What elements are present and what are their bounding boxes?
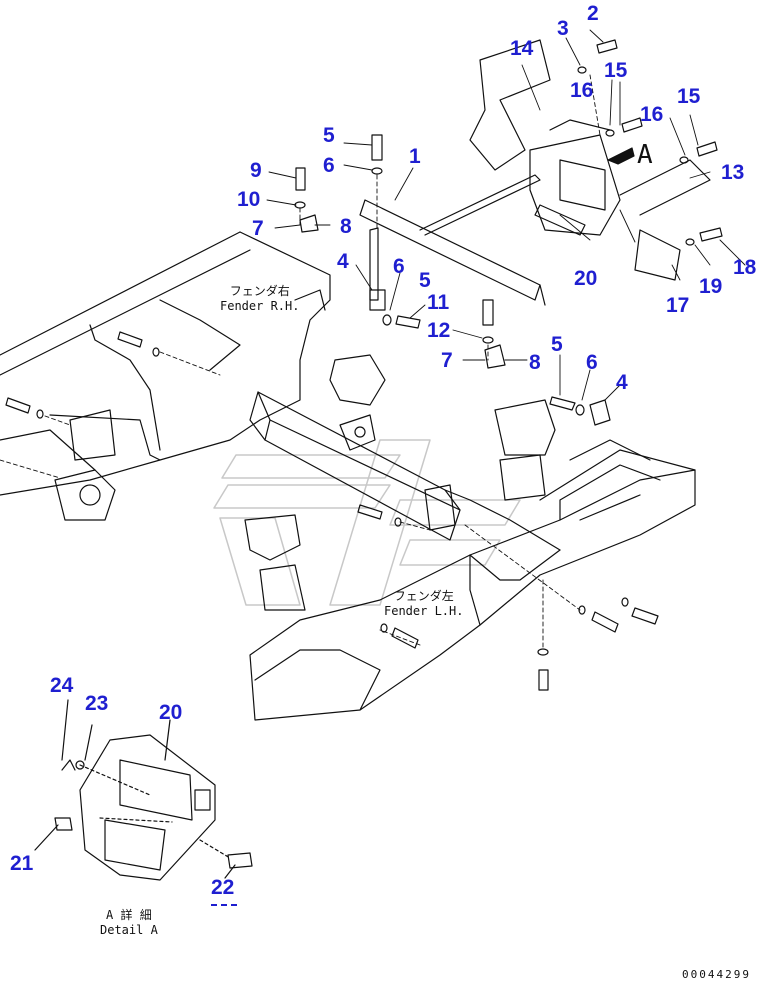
callout-3: 3 — [557, 17, 569, 40]
fender-lh-label-jp: フェンダ左 — [393, 589, 454, 603]
view-letter-a: A — [637, 140, 653, 170]
callout-6-top: 6 — [323, 154, 335, 177]
callout-12: 12 — [427, 319, 451, 342]
fender-rh-label-en: Fender R.H. — [220, 299, 300, 313]
callout-15-right: 15 — [677, 85, 701, 108]
callout-14: 14 — [510, 37, 534, 60]
cross-beam — [249, 391, 561, 551]
callout-17: 17 — [666, 294, 690, 317]
callout-5-mid: 5 — [419, 269, 431, 292]
fender-rh-label: フェンダ右 Fender R.H. — [220, 284, 299, 314]
assembly-lines — [0, 74, 601, 651]
callout-24: 24 — [50, 674, 74, 697]
callout-6-mid: 6 — [393, 255, 405, 278]
callout-19: 19 — [699, 275, 723, 298]
callout-22-underline — [211, 904, 237, 906]
fender-lh-label-en: Fender L.H. — [384, 604, 464, 618]
callout-16-left: 16 — [570, 79, 594, 102]
callout-23: 23 — [85, 692, 109, 715]
callout-1: 1 — [409, 145, 421, 168]
callout-10: 10 — [237, 188, 261, 211]
callout-6-right: 6 — [586, 351, 598, 374]
view-arrow — [607, 147, 635, 165]
callout-22: 22 — [211, 876, 235, 899]
callout-5-right: 5 — [551, 333, 563, 356]
callout-4-upper: 4 — [337, 250, 349, 273]
bracket-assembly — [469, 39, 711, 281]
callout-15-upper: 15 — [604, 59, 628, 82]
callout-7-mid: 7 — [441, 349, 453, 372]
fender-lh — [249, 439, 696, 721]
callout-8-mid: 8 — [529, 351, 541, 374]
callout-11: 11 — [427, 291, 450, 314]
mount-brackets — [54, 214, 611, 611]
detail-a-caption: A 詳 細 Detail A — [100, 908, 158, 938]
detail-a-caption-en: Detail A — [100, 923, 158, 937]
bolts-and-washers — [5, 39, 723, 691]
watermark-logo — [213, 439, 521, 606]
callout-5-top: 5 — [323, 124, 335, 147]
callout-13: 13 — [721, 161, 745, 184]
fender-rh-label-jp: フェンダ右 — [229, 284, 290, 298]
fender-rh — [0, 231, 331, 496]
callout-20-detail: 20 — [159, 701, 183, 724]
detail-a-inset — [34, 699, 253, 881]
stay-bar — [359, 174, 546, 306]
fender-lh-label: フェンダ左 Fender L.H. — [384, 589, 463, 619]
callout-9: 9 — [250, 159, 262, 182]
callout-2: 2 — [587, 2, 599, 25]
callout-7-left: 7 — [252, 217, 264, 240]
callout-4-right: 4 — [616, 371, 628, 394]
callout-8-left: 8 — [340, 215, 352, 238]
callout-20-main: 20 — [574, 267, 598, 290]
detail-a-caption-jp: A 詳 細 — [106, 908, 152, 922]
callout-18: 18 — [733, 256, 757, 279]
leader-lines — [266, 29, 746, 401]
callout-21: 21 — [10, 852, 34, 875]
callout-16-right: 16 — [640, 103, 664, 126]
document-number: 00044299 — [682, 968, 751, 981]
